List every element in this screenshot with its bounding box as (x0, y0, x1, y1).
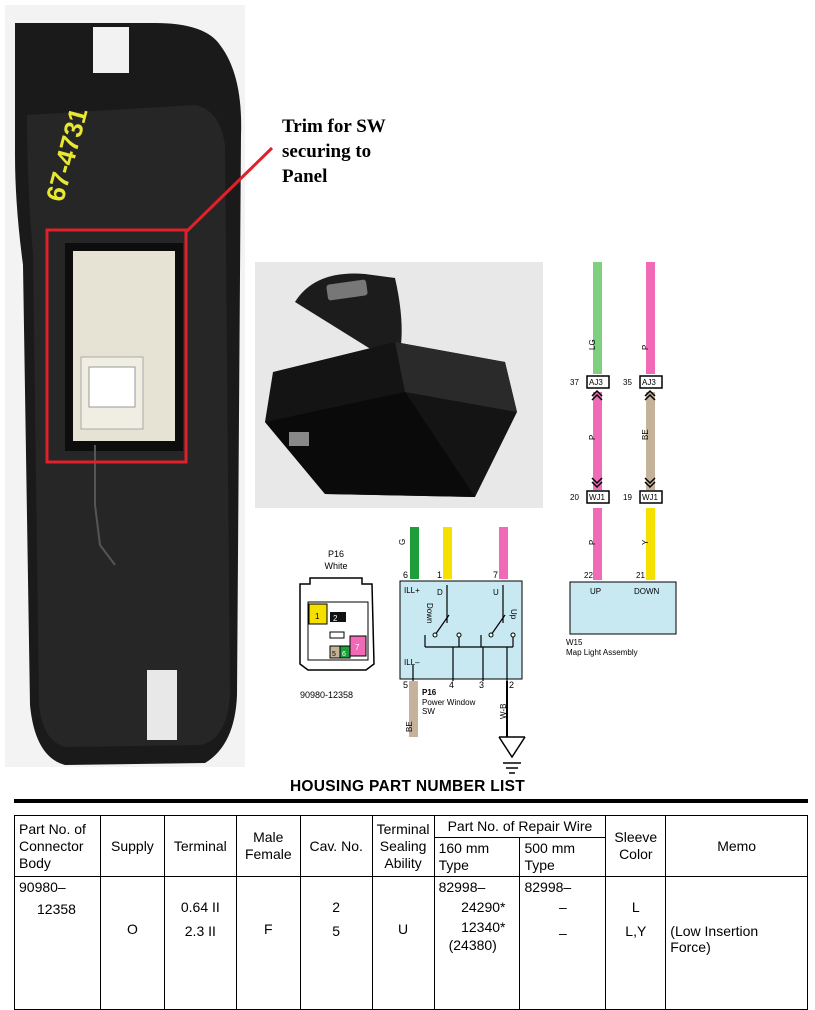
cell-male-female: F (235, 876, 301, 1010)
pin-number: 22 (584, 571, 593, 580)
switch-id: P16 (422, 688, 437, 697)
callout-line: securing to (282, 141, 372, 162)
pin-number: 2 (509, 680, 514, 690)
pin-number: 4 (449, 680, 454, 690)
cell-cav-no: 2 5 (299, 876, 373, 1010)
table-title: HOUSING PART NUMBER LIST (289, 778, 526, 795)
pin-number: 20 (570, 493, 579, 502)
cell-memo: (Low Insertion Force) (665, 876, 808, 1010)
header-sealing: Terminal Sealing Ability (371, 815, 435, 877)
callout-leader (184, 146, 274, 234)
pin-number: 5 (403, 680, 408, 690)
trim-panel-photo: 67-4731 (5, 5, 245, 767)
cavity-label: 6 (342, 651, 346, 658)
connector-code: AJ3 (642, 378, 656, 387)
connector-color: White (324, 561, 348, 571)
callout-box (45, 228, 188, 464)
housing-part-table: Part No. of Connector Body Supply Termin… (14, 815, 808, 1010)
wire-code: P (641, 345, 650, 350)
pin-number: 21 (636, 571, 645, 580)
header-terminal: Terminal (163, 815, 237, 877)
wire-code: Y (641, 539, 650, 545)
pin-number: 19 (623, 493, 632, 502)
pin-number: 7 (493, 570, 498, 580)
header-repair-wire: Part No. of Repair Wire (433, 815, 607, 838)
switch-photo (255, 262, 543, 508)
switch-name-line: SW (422, 707, 435, 716)
cell-sleeve: L L,Y (605, 876, 667, 1010)
assembly-name: Map Light Assembly (566, 648, 638, 657)
wire-code: G (398, 539, 407, 545)
cell-supply: O (99, 876, 165, 1010)
function-label: UP (590, 587, 601, 596)
connector-face: 1 2 5 6 7 (299, 577, 375, 671)
switch-name-line: Power Window (422, 698, 476, 707)
chevron-icon (591, 389, 656, 489)
connector-id: P16 (327, 549, 344, 559)
callout-overlay (45, 146, 274, 464)
u-label: U (493, 588, 499, 597)
cell-terminal: 0.64 II 2.3 II (163, 876, 237, 1010)
ground-icon (498, 736, 526, 774)
title-rule (14, 799, 808, 803)
wire-code: BE (405, 721, 414, 732)
down-label: Down (425, 603, 434, 623)
up-label: Up (509, 609, 518, 620)
header-sleeve: Sleeve Color (605, 815, 667, 877)
wire-code: BE (641, 429, 650, 440)
header-500mm: 500 mm Type (519, 837, 607, 877)
wire-code: W-B (499, 704, 508, 719)
callout-line: Trim for SW (282, 116, 386, 137)
table-row: 90980– 12358 O 0.64 II 2.3 II F 2 5 U 82… (14, 876, 808, 1010)
wire-code: P (588, 540, 597, 545)
header-part-no: Part No. of Connector Body (14, 815, 101, 877)
callout-line: Panel (282, 166, 328, 187)
assembly-id: W15 (566, 638, 583, 647)
connector-code: AJ3 (589, 378, 603, 387)
header-male-female: Male Female (235, 815, 301, 877)
cavity-label: 5 (332, 651, 336, 658)
connector-part-number: 90980-12358 (300, 690, 354, 700)
connector-code: WJ1 (589, 493, 606, 502)
header-memo: Memo (665, 815, 808, 877)
cell-160mm: 82998– 24290* 12340* (24380) (433, 876, 521, 1010)
cell-sealing: U (371, 876, 435, 1010)
header-160mm: 160 mm Type (433, 837, 521, 877)
header-supply: Supply (99, 815, 165, 877)
cell-part-no: 90980– 12358 (14, 876, 101, 1010)
map-light-wiring: LG P P BE P Y AJ3 AJ3 37 35 WJ1 WJ1 20 1… (566, 262, 677, 657)
d-label: D (437, 588, 443, 597)
pin-number: 1 (437, 570, 442, 580)
switch-schematic: G 6 1 7 ILL+ D U ILL– Down Up 5 4 3 2 BE… (398, 527, 526, 774)
wire-code: LG (588, 339, 597, 350)
connector-caption: P16 White (296, 548, 376, 572)
pin-number: 37 (570, 378, 579, 387)
cell-500mm: 82998– – – (519, 876, 607, 1010)
pin-number: 3 (479, 680, 484, 690)
cavity-label: 2 (333, 614, 338, 623)
ill-plus-label: ILL+ (404, 586, 420, 595)
pin-number: 6 (403, 570, 408, 580)
cavity-label: 1 (315, 612, 320, 621)
header-cav-no: Cav. No. (299, 815, 373, 877)
ill-minus-label: ILL– (404, 658, 420, 667)
wire-code: P (588, 435, 597, 440)
function-label: DOWN (634, 587, 660, 596)
pin-number: 35 (623, 378, 632, 387)
cavity-label: 7 (355, 643, 360, 652)
callout-text: Trim for SW securing to Panel (282, 114, 386, 189)
connector-code: WJ1 (642, 493, 659, 502)
